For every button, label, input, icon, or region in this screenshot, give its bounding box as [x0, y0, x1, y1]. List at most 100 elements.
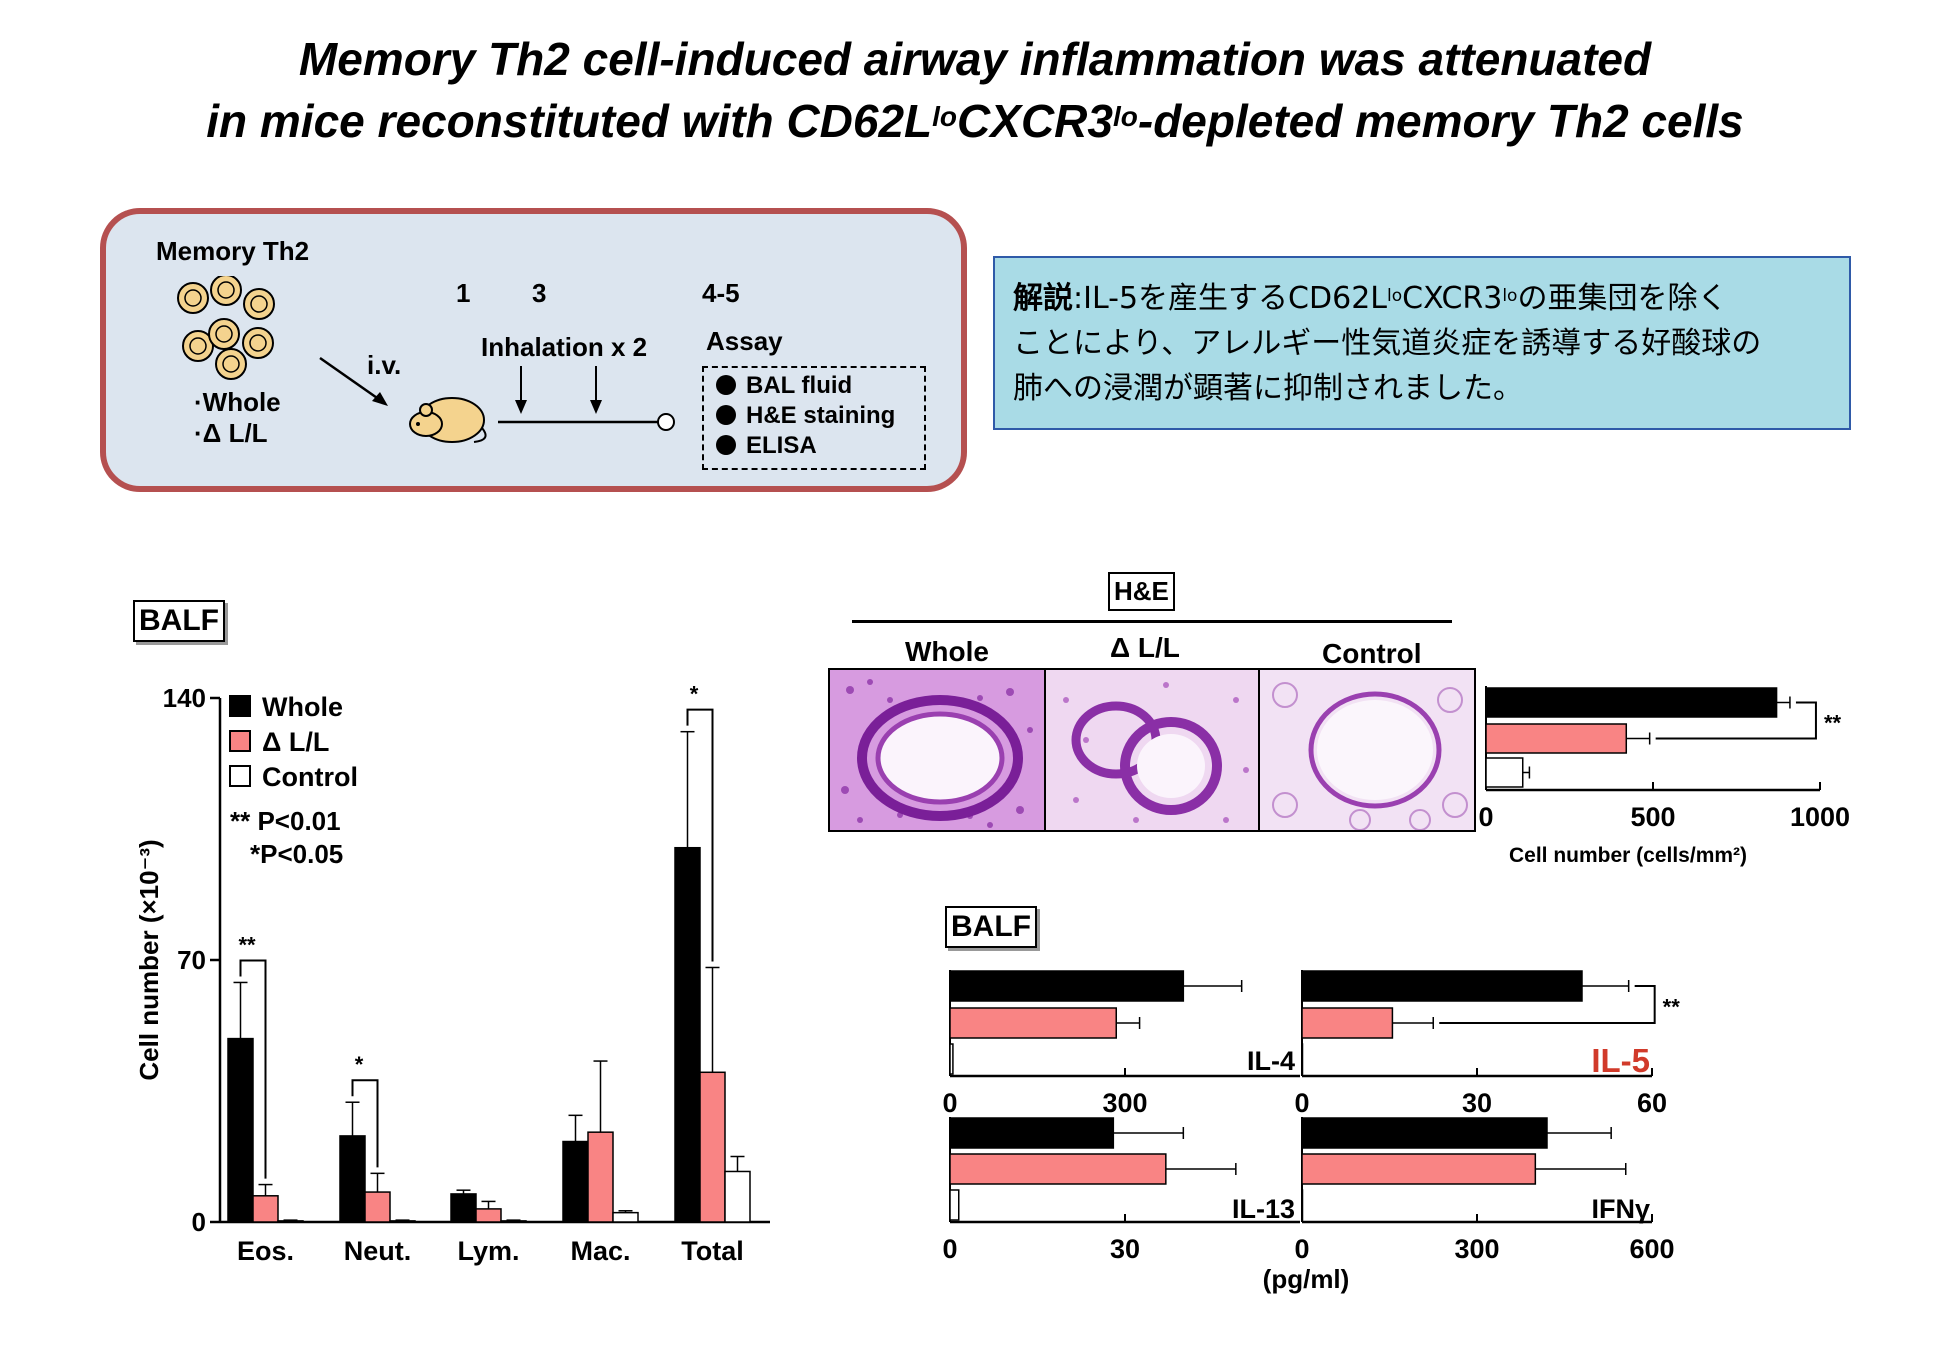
micrograph-whole [828, 668, 1046, 832]
day-1-label: 1 [456, 278, 471, 308]
cytokine-label-il5: IL-5 [1591, 1042, 1650, 1079]
bar-dll [1485, 723, 1628, 754]
significance-label: ** [1663, 995, 1681, 1020]
legend-label-control: Control [262, 762, 358, 792]
legend-swatch-control [229, 765, 251, 787]
commentary-box: 解説:IL-5を産生するCD62LloCXCR3loの亜集団を除く ことにより、… [993, 256, 1851, 430]
mouse-icon [409, 397, 487, 443]
x-tick-label: 300 [1102, 1088, 1147, 1118]
day-3-label: 3 [532, 278, 547, 308]
legend-label-dll: Δ L/L [262, 727, 329, 757]
bar-dll [949, 1007, 1117, 1039]
assay-list: BAL fluid H&E staining ELISA [702, 366, 926, 470]
significance-bracket [1655, 701, 1817, 740]
he-label: H&E [1108, 572, 1175, 611]
title-superscript: lo [932, 101, 958, 132]
significance-bracket [239, 959, 267, 1179]
bar-control [1485, 757, 1524, 788]
assay-item: ELISA [716, 432, 817, 460]
bar-whole [339, 1135, 366, 1223]
group-dll-label: ·Δ L/L [194, 418, 268, 448]
x-tick-label: 300 [1454, 1234, 1499, 1264]
title-line-2: in mice reconstituted with CD62LloCXCR3l… [0, 90, 1950, 152]
title-superscript: lo [1112, 101, 1138, 132]
bar-whole [562, 1140, 589, 1223]
bar-control [724, 1170, 751, 1223]
group-whole-label: ·Whole [194, 387, 281, 417]
memory-th2-label: Memory Th2 [156, 236, 310, 266]
bar-whole [227, 1037, 254, 1223]
bar-whole [949, 1117, 1115, 1149]
assay-item: BAL fluid [716, 372, 852, 400]
significance-label: * [355, 1052, 364, 1077]
legend-note-p001: ** P<0.01 [230, 806, 341, 836]
bar-control [612, 1211, 639, 1223]
title-text: CXCR3 [957, 95, 1113, 147]
bar-whole [450, 1193, 477, 1223]
he-col-control: Control [1322, 638, 1422, 669]
bar-whole [1301, 1117, 1548, 1149]
x-tick-label: Neut. [344, 1236, 412, 1266]
x-tick-label: 0 [1478, 802, 1493, 832]
cytokine-label-il4: IL-4 [1247, 1046, 1295, 1076]
injection-arrow-icon [319, 356, 388, 406]
x-tick-label: Mac. [570, 1236, 630, 1266]
x-tick-label: Total [681, 1236, 744, 1266]
he-col-whole: Whole [905, 636, 989, 667]
significance-label: ** [238, 932, 256, 957]
bar-control [389, 1220, 416, 1223]
significance-bracket [686, 708, 714, 962]
bar-dll [1301, 1007, 1394, 1039]
significance-bracket [1439, 985, 1656, 1024]
x-tick-label: 0 [942, 1234, 957, 1264]
title-text: in mice reconstituted with CD62L [206, 95, 933, 147]
bar-control [949, 1043, 954, 1075]
bar-dll [587, 1131, 614, 1223]
he-col-dll: Δ L/L [1110, 632, 1180, 663]
x-tick-label: 60 [1637, 1088, 1667, 1118]
significance-label: * [690, 682, 699, 707]
x-axis-label: Cell number (cells/mm²) [1509, 844, 1747, 867]
x-tick-label: 0 [942, 1088, 957, 1118]
cells-cluster-icon [177, 276, 275, 380]
bar-whole [674, 846, 701, 1223]
x-tick-label: 30 [1110, 1234, 1140, 1264]
x-tick-label: 1000 [1790, 802, 1850, 832]
bar-control [277, 1220, 304, 1223]
x-tick-label: 0 [1294, 1088, 1309, 1118]
commentary-line-3: 肺への浸潤が顕著に抑制されました。 [1013, 371, 1523, 406]
iv-route-label: i.v. [367, 350, 402, 380]
chart-balf-cells: Cell number (×10⁻³) Whole Δ L/L Control … [134, 682, 770, 1266]
commentary-line-2: ことにより、アレルギー性気道炎症を誘導する好酸球の [1013, 326, 1762, 361]
x-tick-label: Eos. [237, 1236, 294, 1266]
significance-label: ** [1824, 711, 1842, 736]
bar-control [1301, 1189, 1304, 1221]
balf-label-cytokines: BALF [945, 906, 1037, 948]
commentary-line-1: 解説:IL-5を産生するCD62LloCXCR3loの亜集団を除く [1013, 281, 1728, 316]
he-divider [852, 620, 1452, 623]
day-4-5-label: 4-5 [702, 278, 740, 308]
bar-whole [1485, 687, 1778, 718]
inhalation-label: Inhalation x 2 [481, 332, 648, 362]
legend-swatch-whole [229, 695, 251, 717]
y-tick-label: 0 [192, 1207, 206, 1237]
x-tick-label: 0 [1294, 1234, 1309, 1264]
timeline [498, 366, 675, 431]
legend: Whole Δ L/L Control ** P<0.01 *P<0.05 [229, 692, 358, 869]
bar-control [500, 1220, 527, 1223]
bar-dll [699, 1071, 726, 1223]
micrograph-dll [1044, 668, 1262, 832]
bar-dll [364, 1191, 391, 1223]
x-tick-label: 500 [1630, 802, 1675, 832]
bar-dll [252, 1195, 279, 1223]
x-tick-label: 600 [1629, 1234, 1674, 1264]
legend-swatch-dll [229, 730, 251, 752]
legend-note-p005: *P<0.05 [250, 839, 343, 869]
cytokine-label-ifng: IFNγ [1591, 1194, 1650, 1224]
y-tick-label: 140 [163, 683, 206, 713]
x-tick-label: Lym. [457, 1236, 519, 1266]
bar-dll [949, 1153, 1167, 1185]
bar-whole [949, 970, 1185, 1002]
assay-item: H&E staining [716, 402, 895, 430]
